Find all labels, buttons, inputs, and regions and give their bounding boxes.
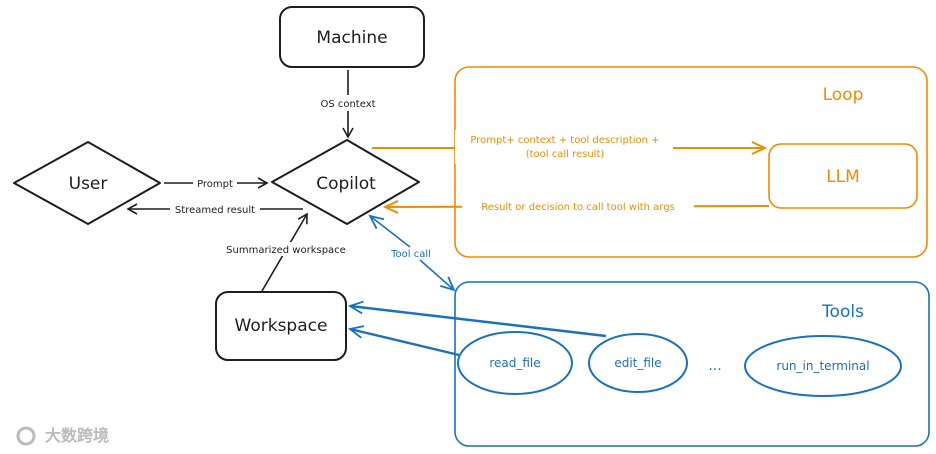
tool-read-file-label: read_file <box>489 356 540 370</box>
watermark: 大数跨境 <box>45 426 109 445</box>
copilot-node[interactable] <box>271 139 420 225</box>
llm-label: LLM <box>826 167 860 187</box>
tools-group-label: Tools <box>821 302 864 322</box>
tool-ellipsis: ... <box>708 358 721 374</box>
machine-node[interactable] <box>279 6 425 68</box>
edge-tool-call <box>370 216 411 248</box>
edge-os-context-label: OS context <box>320 99 375 110</box>
tool-read-file[interactable] <box>457 331 573 395</box>
machine-label: Machine <box>316 28 387 48</box>
llm-node[interactable] <box>768 143 918 209</box>
edge-tool-call-2 <box>419 259 454 290</box>
tool-edit-file-label: edit_file <box>614 356 661 370</box>
edge-from-llm-label: Result or decision to call tool with arg… <box>481 202 675 213</box>
edge-prompt-label: Prompt <box>197 179 233 190</box>
edge-to-llm-label-line2: (tool call result) <box>526 149 605 160</box>
user-label: User <box>69 174 108 194</box>
copilot-label: Copilot <box>316 174 376 194</box>
edge-edit-file-to-workspace <box>350 306 607 338</box>
edge-to-llm-label-line1: Prompt+ context + tool description + <box>470 135 659 146</box>
watermark-logo-icon <box>16 426 36 446</box>
tools-group <box>454 281 930 447</box>
tool-run-in-terminal[interactable] <box>744 335 902 397</box>
loop-group-label: Loop <box>823 85 864 105</box>
edge-tool-call-label: Tool call <box>390 249 431 260</box>
tool-edit-file[interactable] <box>588 333 688 393</box>
tool-run-in-terminal-label: run_in_terminal <box>776 359 869 373</box>
workspace-label: Workspace <box>235 316 328 336</box>
user-node[interactable] <box>13 141 161 225</box>
workspace-node[interactable] <box>215 291 347 361</box>
edge-read-file-to-workspace <box>350 329 460 357</box>
edge-summarized-workspace-label: Summarized workspace <box>226 245 346 256</box>
edge-streamed-result-label: Streamed result <box>175 205 255 216</box>
